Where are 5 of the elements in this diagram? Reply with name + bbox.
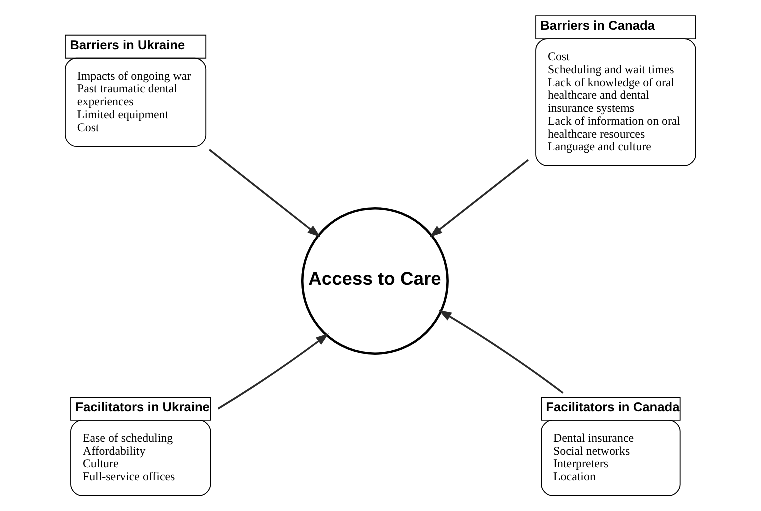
node-circle: Access to Care bbox=[301, 207, 449, 355]
arrow bbox=[438, 310, 564, 394]
arrow bbox=[209, 149, 321, 238]
arrow bbox=[218, 334, 330, 410]
arrow bbox=[430, 159, 529, 238]
